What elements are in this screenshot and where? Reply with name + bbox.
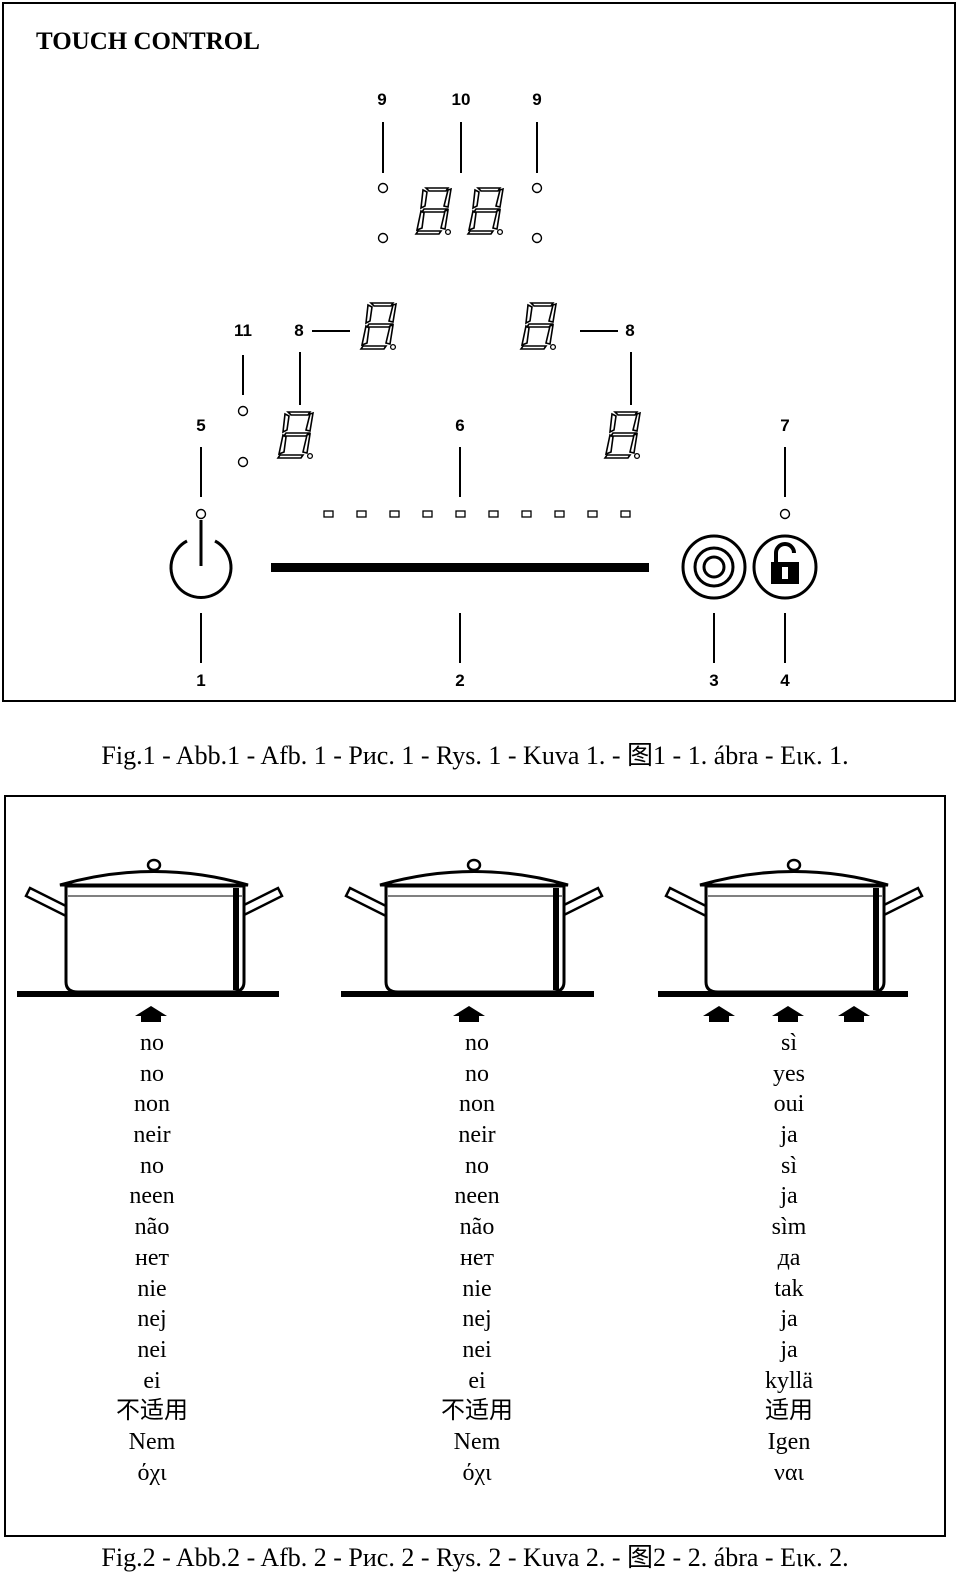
hob-surface-icon	[658, 991, 908, 997]
arrow-up-icon	[838, 1006, 870, 1022]
answer-text: oui	[773, 1091, 805, 1118]
callout-9: 9	[377, 90, 387, 109]
answer-text: да	[777, 1244, 801, 1271]
indicator-led-icon	[377, 182, 389, 194]
answer-text: ei	[468, 1367, 486, 1394]
fig1-caption: Fig.1 - Abb.1 - Afb. 1 - Рис. 1 - Rys. 1…	[101, 741, 849, 770]
fig1-frame	[2, 2, 956, 702]
answer-text: όχι	[137, 1459, 167, 1486]
answer-text: Nem	[453, 1428, 501, 1455]
answer-text: όχι	[462, 1459, 492, 1486]
lock-icon	[752, 534, 818, 600]
callout-9: 9	[532, 90, 542, 109]
callout-6: 6	[455, 416, 465, 435]
pot-icon	[666, 860, 922, 992]
answer-text: ναι	[774, 1459, 804, 1486]
answer-text: nie	[462, 1275, 492, 1302]
answer-text: não	[134, 1214, 170, 1241]
callout-4: 4	[780, 671, 790, 690]
answer-text: 适用	[765, 1398, 813, 1425]
answer-text: non	[459, 1091, 495, 1118]
answer-text: Igen	[767, 1428, 811, 1455]
indicator-led-icon	[195, 508, 207, 520]
answer-text: no	[465, 1060, 489, 1087]
answer-text: nie	[137, 1275, 167, 1302]
indicator-led-icon	[531, 232, 543, 244]
answer-text: kyllä	[765, 1367, 813, 1394]
boost-icon	[681, 534, 747, 600]
answers-column-1: no no non neir no neen não нет nie nej n…	[52, 1028, 252, 1488]
answer-text: нет	[135, 1244, 169, 1271]
fig2-frame	[4, 795, 946, 1537]
answer-text: ja	[780, 1306, 798, 1333]
fig2-caption: Fig.2 - Abb.2 - Afb. 2 - Рис. 2 - Rys. 2…	[101, 1543, 849, 1572]
callout-1: 1	[196, 671, 206, 690]
answer-text: sì	[780, 1030, 797, 1056]
indicator-led-icon	[237, 405, 249, 417]
power-level-leds	[323, 510, 631, 518]
arrow-up-icon	[453, 1006, 485, 1022]
callout-2: 2	[455, 671, 465, 690]
indicator-led-icon	[779, 508, 791, 520]
answer-text: 不适用	[441, 1398, 513, 1425]
answer-text: não	[459, 1214, 495, 1241]
control-panel-diagram	[169, 122, 818, 663]
answer-text: nei	[462, 1336, 492, 1363]
answer-text: нет	[460, 1244, 494, 1271]
answer-text: ja	[780, 1122, 798, 1149]
callout-10: 10	[451, 90, 471, 109]
callout-11: 11	[234, 321, 252, 340]
answer-text: no	[465, 1030, 489, 1056]
callout-8: 8	[625, 321, 635, 340]
answer-text: non	[134, 1091, 170, 1118]
answer-text: neir	[458, 1122, 496, 1149]
answer-text: sìm	[771, 1214, 807, 1241]
hob-surface-icon	[341, 991, 594, 997]
answer-text: neen	[454, 1183, 500, 1210]
callout-5: 5	[196, 416, 206, 435]
callout-3: 3	[709, 671, 719, 690]
answers-column-3: sì yes oui ja sì ja sìm да tak ja ja kyl…	[689, 1028, 889, 1488]
arrow-up-icon	[772, 1006, 804, 1022]
answer-text: Nem	[128, 1428, 176, 1455]
answer-text: ja	[780, 1183, 798, 1210]
pot-icon	[26, 860, 282, 992]
slider-bar	[271, 563, 649, 572]
answers-column-2: no no non neir no neen não нет nie nej n…	[377, 1028, 577, 1488]
arrow-up-icon	[703, 1006, 735, 1022]
diagram-title: TOUCH CONTROL	[36, 28, 260, 55]
answer-text: no	[140, 1060, 164, 1087]
answer-text: no	[140, 1030, 164, 1056]
answer-text: yes	[773, 1060, 805, 1087]
answer-text: ja	[780, 1336, 798, 1363]
hob-surface-icon	[17, 991, 279, 997]
pots-diagram	[17, 830, 960, 1022]
answer-text: neen	[129, 1183, 175, 1210]
arrow-up-icon	[135, 1006, 167, 1022]
answer-text: 不适用	[116, 1398, 188, 1425]
answer-text: tak	[774, 1275, 804, 1302]
callout-7: 7	[780, 416, 790, 435]
indicator-led-icon	[377, 232, 389, 244]
timer-display-icon	[415, 187, 504, 236]
answer-text: ei	[143, 1367, 161, 1394]
indicator-led-icon	[237, 456, 249, 468]
power-icon	[169, 520, 233, 599]
indicator-led-icon	[531, 182, 543, 194]
pot-icon	[346, 860, 602, 992]
answer-text: sì	[780, 1152, 797, 1179]
answer-text: no	[140, 1152, 164, 1179]
answer-text: nej	[137, 1306, 167, 1333]
answer-text: no	[465, 1152, 489, 1179]
callout-8: 8	[294, 321, 304, 340]
answer-text: nei	[137, 1336, 167, 1363]
answer-text: nej	[462, 1306, 492, 1333]
answer-text: neir	[133, 1122, 171, 1149]
